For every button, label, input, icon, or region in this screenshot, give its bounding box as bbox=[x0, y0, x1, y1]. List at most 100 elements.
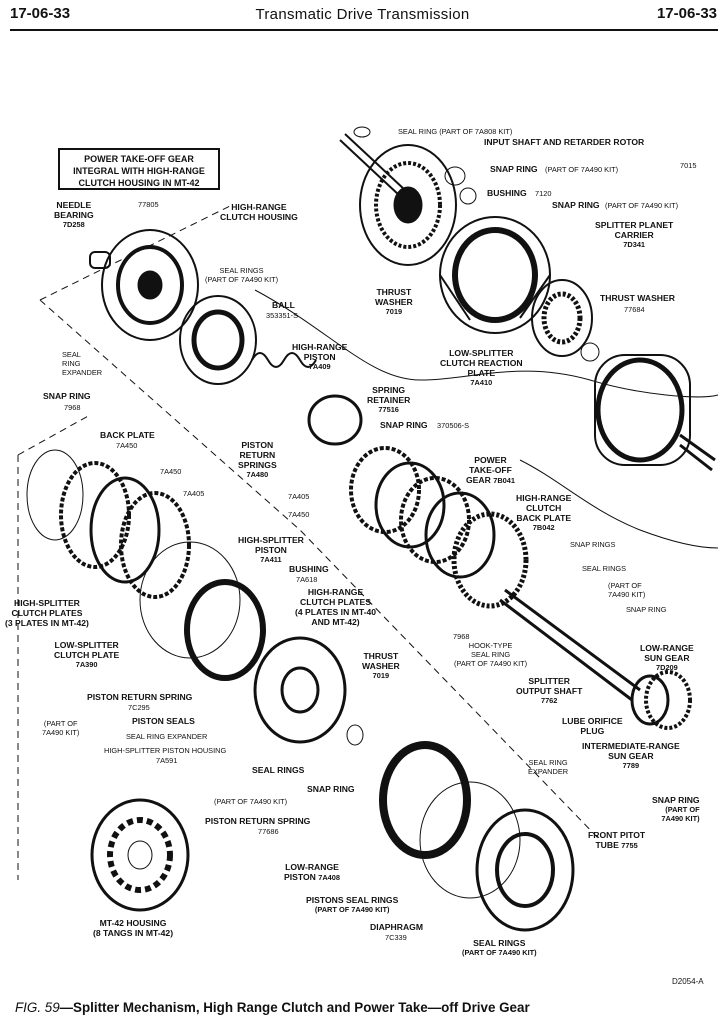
label-back-plate: BACK PLATE bbox=[100, 430, 155, 440]
label-snap-ring-370506: SNAP RING bbox=[380, 420, 428, 430]
label-low-splitter-clutch-plate: LOW-SPLITTER CLUTCH PLATE 7A390 bbox=[54, 640, 120, 669]
label-part-of-7a490-left: (PART OF 7A490 KIT) bbox=[42, 719, 80, 737]
figure-caption: FIG. 59—Splitter Mechanism, High Range C… bbox=[15, 1000, 530, 1015]
diaphragm-part bbox=[419, 781, 521, 899]
label-low-splitter-reaction-plate: LOW-SPLITTER CLUTCH REACTION PLATE 7A410 bbox=[440, 348, 523, 387]
label-7a405-a: 7A405 bbox=[183, 489, 205, 498]
label-piston-seals: PISTON SEALS bbox=[132, 716, 195, 726]
label-splitter-planet-carrier: SPLITTER PLANET CARRIER 7D341 bbox=[595, 220, 674, 249]
label-7a405-b: 7A405 bbox=[288, 492, 310, 501]
label-7968: 7968 bbox=[64, 403, 81, 412]
assembled-unit bbox=[594, 354, 716, 472]
label-intermediate-sun-gear: INTERMEDIATE-RANGE SUN GEAR 7789 bbox=[582, 741, 680, 770]
label-splitter-output-shaft: SPLITTER OUTPUT SHAFT 7762 bbox=[516, 676, 583, 705]
label-7a450-c: 7A450 bbox=[288, 510, 310, 519]
label-snap-ring-7968: SNAP RING bbox=[43, 391, 91, 401]
label-part-of-7a490-right: (PART OF 7A490 KIT) bbox=[608, 581, 646, 599]
label-high-splitter-piston: HIGH-SPLITTER PISTON 7A411 bbox=[238, 535, 304, 564]
label-high-splitter-piston-housing: HIGH-SPLITTER PISTON HOUSING bbox=[104, 746, 227, 755]
label-mt42-housing: MT-42 HOUSING (8 TANGS IN MT-42) bbox=[93, 918, 174, 938]
label-370506s: 370506-S bbox=[437, 421, 470, 430]
label-seal-ring-expander-left: SEAL RING EXPANDER bbox=[62, 350, 103, 377]
reaction-plate-drum bbox=[439, 216, 551, 334]
retarder-rotor bbox=[339, 133, 457, 266]
label-7968-b: 7968 bbox=[453, 632, 470, 641]
label-needle-bearing: NEEDLE BEARING 7D258 bbox=[54, 200, 94, 229]
header-rule bbox=[10, 29, 718, 31]
label-77805: 77805 bbox=[138, 200, 159, 209]
label-thrust-washer-right: THRUST WASHER bbox=[600, 293, 675, 303]
label-seal-ring-7a808: SEAL RING (PART OF 7A808 KIT) bbox=[398, 127, 513, 136]
label-seal-rings-bottom: SEAL RINGS (PART OF 7A490 KIT) bbox=[462, 938, 537, 957]
label-front-pitot-tube: FRONT PITOT TUBE 7755 bbox=[588, 830, 646, 850]
piston-return-spring-part bbox=[139, 541, 241, 659]
label-7a450-a: 7A450 bbox=[116, 441, 138, 450]
left-plate-stack bbox=[26, 449, 191, 599]
label-seal-rings-right: SEAL RINGS bbox=[582, 564, 627, 573]
high-splitter-piston-part bbox=[184, 579, 266, 681]
label-piston-return-spring-left: PISTON RETURN SPRING bbox=[87, 692, 193, 702]
label-part-7a490-mid: (PART OF 7A490 KIT) bbox=[214, 797, 288, 806]
label-piston-return-springs: PISTON RETURN SPRINGS 7A480 bbox=[238, 440, 277, 479]
label-snap-ring-top: SNAP RING bbox=[490, 164, 538, 174]
label-high-splitter-clutch-plates: HIGH-SPLITTER CLUTCH PLATES (3 PLATES IN… bbox=[5, 598, 89, 628]
label-pto-gear: POWER TAKE-OFF GEAR 7B041 bbox=[466, 455, 516, 485]
label-snap-ring-upper-right: SNAP RING bbox=[552, 200, 600, 210]
label-snap-ring-lower-right: SNAP RING (PART OF 7A490 KIT) bbox=[652, 795, 700, 823]
label-piston-return-spring-mid: PISTON RETURN SPRING bbox=[205, 816, 311, 826]
label-seal-ring-expander-right: SEAL RING EXPANDER bbox=[528, 758, 569, 776]
section-divider-line bbox=[254, 289, 719, 549]
label-bushing-top: BUSHING bbox=[487, 188, 527, 198]
intermediate-sun-gear-part bbox=[630, 674, 670, 726]
label-pistons-seal-rings: PISTONS SEAL RINGS (PART OF 7A490 KIT) bbox=[306, 895, 399, 914]
spring-retainer-part bbox=[307, 394, 363, 446]
label-snap-rings-right: SNAP RINGS bbox=[570, 540, 616, 549]
return-springs-part bbox=[251, 352, 317, 368]
output-shaft-part bbox=[499, 588, 641, 702]
label-diaphragm: DIAPHRAGM bbox=[370, 922, 423, 932]
label-thrust-washer-mid: THRUST WASHER 7019 bbox=[362, 651, 400, 680]
label-ball: BALL bbox=[272, 300, 295, 310]
label-part-7a490-top: (PART OF 7A490 KIT) bbox=[545, 165, 619, 174]
page-number-right: 17-06-33 bbox=[656, 5, 717, 22]
thrust-washer-mid-part bbox=[346, 724, 364, 746]
bushing-top-part bbox=[459, 187, 477, 205]
label-high-range-back-plate: HIGH-RANGE CLUTCH BACK PLATE 7B042 bbox=[516, 493, 572, 532]
label-77684: 77684 bbox=[624, 305, 645, 314]
label-77686: 77686 bbox=[258, 827, 279, 836]
label-high-range-piston: HIGH-RANGE PISTON 7A409 bbox=[292, 342, 348, 371]
label-spring-retainer: SPRING RETAINER 77516 bbox=[367, 385, 411, 414]
mt42-housing-part bbox=[90, 798, 190, 912]
clutch-housing-part bbox=[101, 229, 199, 341]
thrust-washer-right-part bbox=[580, 342, 600, 362]
label-7a618: 7A618 bbox=[296, 575, 318, 584]
label-snap-ring-right-small: SNAP RING bbox=[626, 605, 667, 614]
high-range-piston-part bbox=[179, 295, 257, 385]
label-seal-ring-expander-mid: SEAL RING EXPANDER bbox=[126, 732, 208, 741]
label-353351s: 353351-S bbox=[266, 311, 299, 320]
label-7120: 7120 bbox=[535, 189, 552, 198]
label-high-range-clutch-plates: HIGH-RANGE CLUTCH PLATES (4 PLATES IN MT… bbox=[295, 587, 377, 627]
planet-carrier-part bbox=[531, 279, 593, 357]
label-seal-rings-top: SEAL RINGS (PART OF 7A490 KIT) bbox=[205, 266, 279, 284]
needle-bearing-part bbox=[89, 251, 111, 269]
label-7a591: 7A591 bbox=[156, 756, 178, 765]
label-input-shaft: INPUT SHAFT AND RETARDER ROTOR bbox=[484, 137, 645, 147]
label-seal-rings-mid: SEAL RINGS bbox=[252, 765, 305, 775]
drawing-code: D2054-A bbox=[672, 977, 704, 986]
label-low-range-sun-gear: LOW-RANGE SUN GEAR 7D209 bbox=[640, 643, 694, 672]
label-snap-ring-mid: SNAP RING bbox=[307, 784, 355, 794]
front-pitot-housing-part bbox=[475, 808, 575, 932]
page-title: Transmatic Drive Transmission bbox=[255, 6, 470, 23]
snap-ring-top-part bbox=[444, 166, 466, 186]
label-7c339: 7C339 bbox=[385, 933, 407, 942]
label-hook-type-seal-ring: HOOK-TYPE SEAL RING (PART OF 7A490 KIT) bbox=[454, 641, 528, 668]
callout-box: POWER TAKE-OFF GEAR INTEGRAL WITH HIGH-R… bbox=[58, 148, 220, 190]
low-range-piston-part bbox=[379, 741, 471, 859]
label-7a450-b: 7A450 bbox=[160, 467, 182, 476]
label-bushing-mid: BUSHING bbox=[289, 564, 329, 574]
clutch-plate-stack bbox=[349, 446, 529, 609]
label-thrust-washer-left: THRUST WASHER 7019 bbox=[375, 287, 413, 316]
